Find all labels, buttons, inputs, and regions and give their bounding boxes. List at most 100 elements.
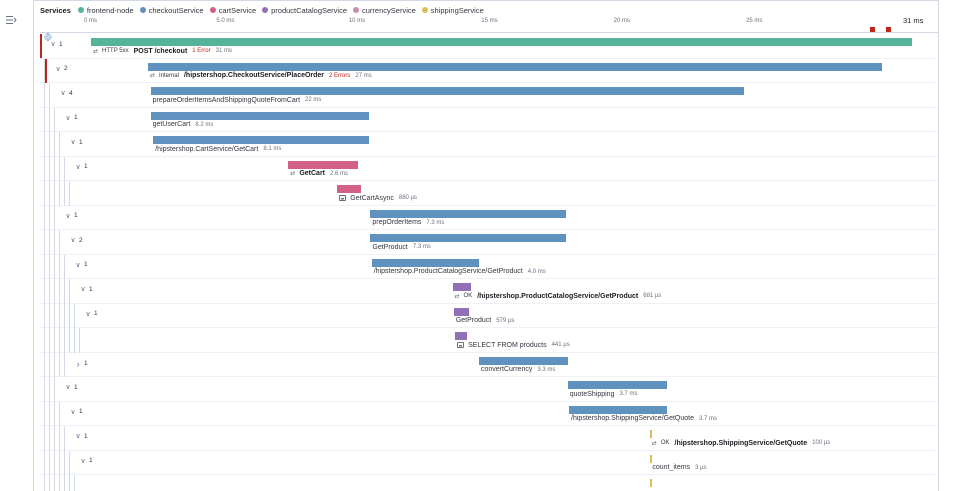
row-expand-toggle[interactable]: ∨1: [84, 310, 97, 318]
span-name[interactable]: /hipstershop.CheckoutService/PlaceOrder: [183, 72, 325, 79]
span-name[interactable]: SELECT FROM products: [468, 341, 547, 349]
frame-border-left: [33, 0, 34, 491]
indent-guide: [64, 450, 65, 475]
row-expand-toggle[interactable]: ∨1: [64, 212, 77, 220]
span-bar[interactable]: [153, 136, 370, 144]
indent-guide: [44, 401, 45, 426]
indent-guide: [49, 352, 50, 377]
row-expand-toggle[interactable]: ∨1: [74, 261, 87, 269]
span-bar[interactable]: [455, 332, 467, 340]
trace-row[interactable]: ∨1/hipstershop.ProductCatalogService/Get…: [40, 254, 938, 279]
trace-row[interactable]: ∨2 ⇄Internal/hipstershop.CheckoutService/…: [40, 58, 938, 83]
trace-row[interactable]: ∨1⇄OK/hipstershop.ProductCatalogService/…: [40, 279, 938, 304]
trace-row[interactable]: ∨4 prepareOrderItemsAndShippingQuoteFromC…: [40, 83, 938, 108]
frame-border-right: [938, 0, 939, 491]
span-name[interactable]: /hipstershop.ProductCatalogService/GetPr…: [373, 268, 523, 275]
row-expand-toggle[interactable]: ∨1: [69, 408, 82, 416]
axis-tick-label: 5.0 ms: [216, 18, 235, 24]
legend-item-currencyservice[interactable]: currencyService: [353, 6, 416, 15]
row-expand-toggle[interactable]: ∨1: [79, 285, 92, 294]
error-marker[interactable]: [886, 27, 892, 32]
legend-item-cartservice[interactable]: cartService: [209, 6, 256, 15]
span-bar[interactable]: [569, 405, 668, 414]
indent-guide: [59, 352, 60, 377]
error-marker[interactable]: [870, 27, 876, 32]
span-bar[interactable]: [337, 185, 361, 193]
span-bar[interactable]: [567, 381, 668, 389]
span-bar[interactable]: [371, 258, 479, 267]
row-expand-toggle[interactable]: ∨1: [64, 383, 77, 392]
span-bar[interactable]: [150, 111, 370, 120]
row-expand-toggle[interactable]: ∨4: [59, 89, 72, 98]
indent-guide: [44, 156, 45, 181]
row-expand-toggle[interactable]: ∨1: [79, 457, 92, 465]
span-bar[interactable]: [649, 430, 653, 438]
row-error-indicator: [45, 58, 47, 83]
span-error-count[interactable]: 1 Error: [192, 48, 211, 54]
row-expand-toggle[interactable]: ∨1: [74, 163, 87, 171]
span-name[interactable]: GetCart: [299, 170, 326, 177]
span-name[interactable]: count_items: [652, 464, 691, 471]
legend-item-checkoutservice[interactable]: checkoutService: [139, 6, 204, 15]
legend-item-productcatalogservice[interactable]: productCatalogService: [262, 6, 347, 15]
row-expand-toggle[interactable]: ∨1: [74, 432, 87, 441]
span-bar[interactable]: [370, 234, 567, 242]
span-bar[interactable]: [288, 160, 359, 169]
span-bar[interactable]: [650, 454, 653, 463]
span-bar[interactable]: [150, 87, 744, 95]
legend-item-shippingservice[interactable]: shippingService: [421, 6, 484, 15]
span-error-count[interactable]: 2 Errors: [329, 72, 351, 79]
indent-guide: [64, 279, 65, 304]
row-expand-toggle[interactable]: ∨1: [69, 138, 82, 147]
span-bar[interactable]: [370, 209, 567, 218]
row-expand-toggle[interactable]: ∨1: [49, 40, 62, 49]
span-name[interactable]: /hipstershop.CartService/GetCart: [155, 145, 259, 153]
axis-tick-label: 20 ms: [613, 18, 631, 24]
row-expand-toggle[interactable]: ∨2: [54, 65, 67, 73]
trace-row[interactable]: [40, 475, 938, 491]
row-expand-toggle[interactable]: ›1: [74, 359, 88, 369]
timeline-zoom-icon[interactable]: [43, 32, 53, 42]
span-bar[interactable]: [650, 479, 653, 487]
span-name[interactable]: prepOrderItems: [372, 219, 422, 226]
span-name[interactable]: /hipstershop.ShippingService/GetQuote: [571, 415, 694, 422]
row-expand-toggle[interactable]: ∨1: [64, 114, 77, 122]
span-name[interactable]: getUserCart: [152, 121, 191, 128]
trace-row[interactable]: ∨1⇄OK/hipstershop.ShippingService/GetQuo…: [40, 426, 938, 451]
span-name[interactable]: /hipstershop.ProductCatalogService/GetPr…: [477, 292, 639, 300]
row-expand-toggle[interactable]: ∨2: [69, 236, 82, 245]
span-name[interactable]: GetProduct: [455, 317, 492, 324]
span-name[interactable]: POST /checkout: [133, 47, 188, 55]
span-name[interactable]: GetCartAsync: [350, 194, 394, 202]
indent-guide: [44, 352, 45, 377]
expand-panel-icon[interactable]: [5, 14, 17, 26]
span-name[interactable]: prepareOrderItemsAndShippingQuoteFromCar…: [152, 96, 301, 104]
span-bar[interactable]: [452, 283, 471, 291]
span-name[interactable]: quoteShipping: [569, 390, 615, 398]
span-bar[interactable]: [453, 307, 470, 316]
span-name[interactable]: GetProduct: [372, 243, 408, 251]
span-bar[interactable]: [478, 356, 568, 365]
span-label: ⇄Internal/hipstershop.CheckoutService/Pl…: [150, 72, 372, 79]
span-name[interactable]: /hipstershop.ShippingService/GetQuote: [674, 439, 808, 447]
span-name[interactable]: convertCurrency: [480, 366, 533, 373]
span-bar[interactable]: [91, 38, 912, 46]
legend-item-frontend-node[interactable]: frontend-node: [77, 6, 134, 15]
span-bar[interactable]: [147, 62, 882, 71]
indent-guide: [64, 156, 65, 181]
span-duration: 31 ms: [215, 48, 232, 54]
